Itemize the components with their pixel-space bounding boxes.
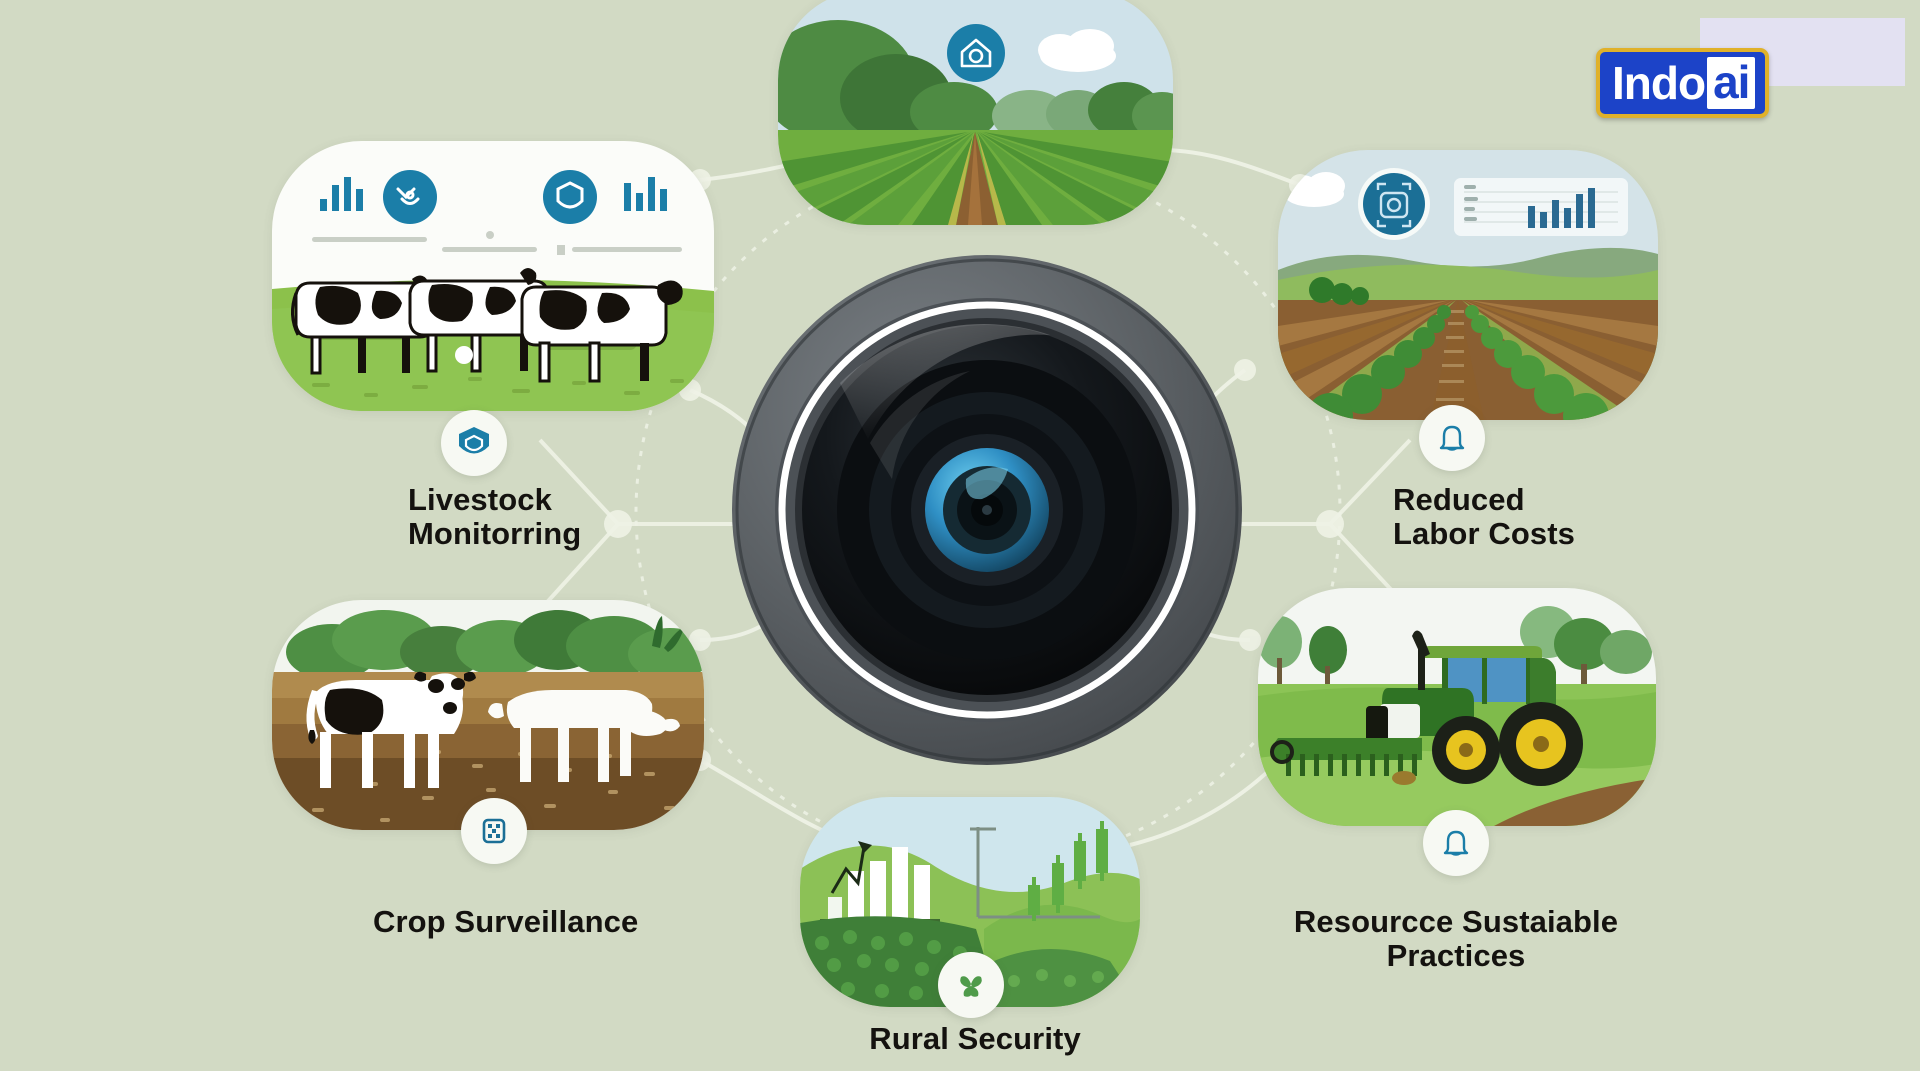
label-livestock-monitoring: Livestock Monitorring bbox=[408, 482, 582, 552]
mini-bar-chart-right bbox=[624, 177, 667, 211]
label-resource-sustainable-practices: Resourcce Sustaiable Practices bbox=[1293, 904, 1619, 974]
placeholder-text-rows bbox=[312, 231, 682, 255]
badge-rural-security[interactable] bbox=[938, 952, 1004, 1018]
card-crop-field[interactable] bbox=[778, 0, 1173, 225]
scene-crop-rows-field bbox=[778, 0, 1173, 225]
cow-3 bbox=[520, 280, 683, 383]
badge-livestock-monitoring[interactable] bbox=[441, 410, 507, 476]
bell-icon bbox=[1443, 830, 1469, 856]
badge-crop-surveillance[interactable] bbox=[461, 798, 527, 864]
bell-icon bbox=[1439, 425, 1465, 451]
center-path bbox=[1430, 300, 1484, 420]
card-resource-sustainable-practices[interactable] bbox=[1258, 588, 1656, 826]
tree-row-left bbox=[1307, 305, 1451, 420]
card-livestock-monitoring[interactable] bbox=[272, 141, 714, 411]
scene-green-tractor-field bbox=[1258, 588, 1656, 826]
label-crop-surveillance: Crop Surveillance bbox=[373, 904, 639, 939]
cow-holstein bbox=[306, 671, 476, 788]
camera-home-icon bbox=[947, 24, 1005, 82]
shield-icon bbox=[459, 427, 489, 454]
cow-1 bbox=[291, 275, 436, 375]
tree-row-right bbox=[1465, 305, 1609, 420]
leaf-icon bbox=[960, 976, 982, 997]
card-reduced-labor-costs[interactable] bbox=[1278, 150, 1658, 420]
badge-reduced-labor-costs[interactable] bbox=[1419, 405, 1485, 471]
candle-chart bbox=[970, 821, 1108, 921]
camera-lens-graphic bbox=[732, 255, 1242, 765]
badge-resource-sustainable-practices[interactable] bbox=[1423, 810, 1489, 876]
mini-bar-chart-left bbox=[320, 177, 363, 211]
card-crop-surveillance[interactable] bbox=[272, 600, 704, 830]
scene-orchard-rows-analytics bbox=[1278, 150, 1658, 420]
central-camera-lens[interactable] bbox=[720, 243, 1255, 778]
tree-line bbox=[286, 610, 704, 680]
indoai-logo[interactable]: Indo ai bbox=[1596, 48, 1770, 118]
background-trees bbox=[1258, 606, 1652, 692]
tractor bbox=[1270, 630, 1583, 786]
cloud-icon bbox=[1038, 29, 1116, 72]
cow-white-grazing bbox=[488, 690, 680, 782]
orchard-rows bbox=[1278, 300, 1658, 420]
small-trees-hill bbox=[1309, 277, 1369, 305]
gear-tech-icon bbox=[1363, 173, 1425, 235]
scene-holstein-cows-dashboard bbox=[272, 141, 714, 411]
label-reduced-labor-costs: Reduced Labor Costs bbox=[1393, 482, 1575, 552]
scan-code-icon bbox=[482, 818, 506, 844]
crop-rows bbox=[778, 132, 1173, 225]
cloud-icon bbox=[1284, 172, 1345, 207]
grass-texture bbox=[312, 377, 684, 397]
panel-bars bbox=[1528, 188, 1595, 228]
implement-tines bbox=[1286, 754, 1417, 776]
scene-cows-on-soil bbox=[272, 600, 704, 830]
logo-text-ai: ai bbox=[1707, 57, 1756, 109]
connector-topcenter-right bbox=[1159, 148, 1301, 187]
shield-icon-scene bbox=[543, 170, 597, 224]
label-rural-security: Rural Security bbox=[869, 1021, 1081, 1056]
logo-text-indo: Indo bbox=[1612, 57, 1706, 109]
